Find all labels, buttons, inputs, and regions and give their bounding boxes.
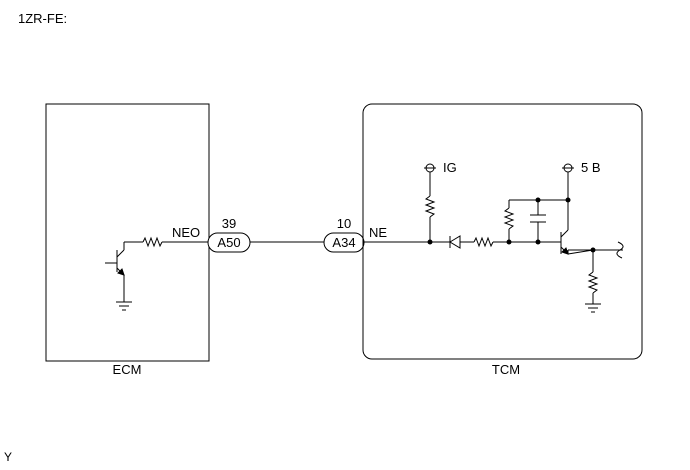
ig-pullup-resistor <box>424 195 436 218</box>
ecm-transistor <box>105 241 143 302</box>
diode-icon <box>449 235 474 249</box>
5b-label: 5 B <box>581 160 601 175</box>
footer-mark: Y <box>4 450 12 464</box>
engine-code: 1ZR-FE: <box>18 11 67 26</box>
ecm-resistor <box>142 236 163 248</box>
5b-supply-terminal <box>562 163 574 230</box>
ig-label: IG <box>443 160 457 175</box>
pulldown-resistor <box>587 271 599 294</box>
junction-dot <box>535 197 541 203</box>
ecm-pin-label: NEO <box>172 225 200 240</box>
ecm-label: ECM <box>113 362 142 377</box>
connector-a34-id: A34 <box>332 235 355 250</box>
tcm-pin-label: NE <box>369 225 387 240</box>
ig-supply-terminal <box>424 163 436 196</box>
parallel-resistor <box>503 207 515 230</box>
series-resistor <box>473 236 494 248</box>
connector-a50-pin: 39 <box>222 216 236 231</box>
connector-a34-pin: 10 <box>337 216 351 231</box>
tcm-box <box>362 103 643 360</box>
ecm-box <box>45 103 210 362</box>
ecm-ground-icon <box>116 301 132 311</box>
tcm-label: TCM <box>492 362 520 377</box>
connector-a34: A34 10 <box>323 216 365 253</box>
capacitor-icon <box>530 214 546 223</box>
wavy-break-icon <box>616 241 624 259</box>
tcm-transistor <box>560 229 594 255</box>
connector-a50: A50 39 <box>207 216 251 253</box>
connector-a50-id: A50 <box>217 235 240 250</box>
tcm-ground-icon <box>585 303 601 313</box>
